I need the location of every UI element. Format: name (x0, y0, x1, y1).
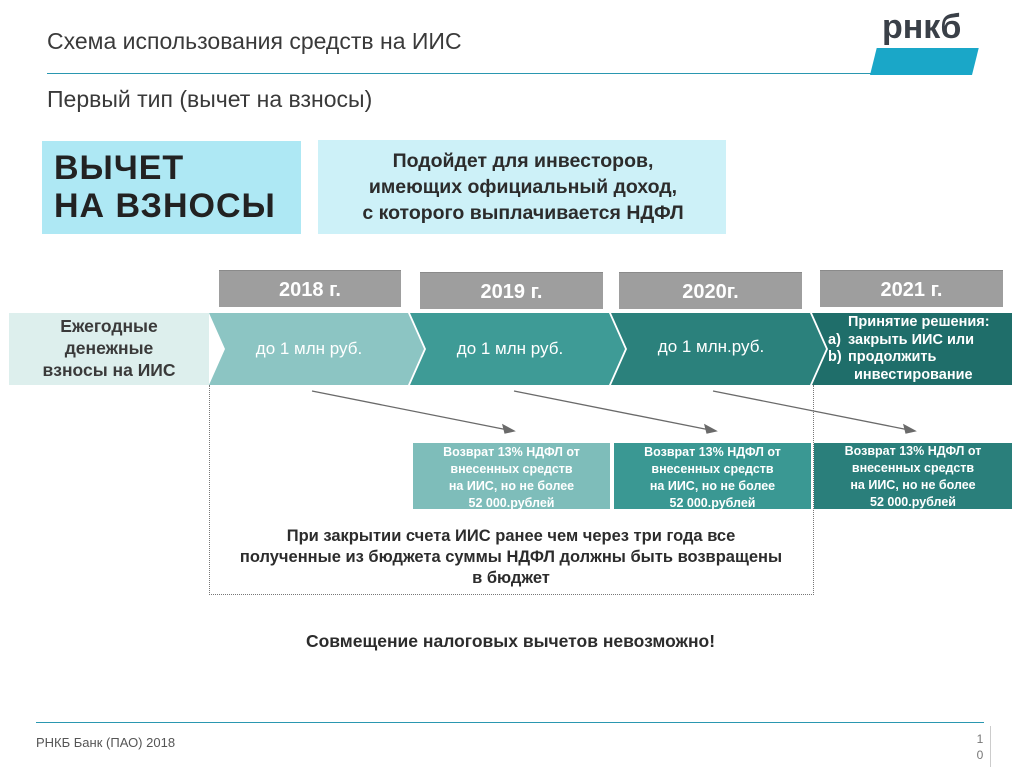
page-number: 1 0 (976, 732, 984, 762)
footer-copyright: РНКБ Банк (ПАО) 2018 (36, 735, 176, 750)
deduction-highlight-box: ВЫЧЕТ НА ВЗНОСЫ (42, 141, 301, 234)
year-header-2021: 2021 г. (820, 270, 1003, 307)
arrow-2018-2019 (311, 390, 509, 431)
arrow-2020-2021 (712, 390, 910, 431)
header-divider (47, 73, 877, 74)
logo: рнкб (882, 8, 962, 46)
early-close-frame (209, 385, 814, 595)
row-label-text: Ежегодные денежные взносы на ИИС (42, 316, 176, 380)
combination-note: Совмещение налоговых вычетов невозможно! (305, 631, 716, 651)
row-label-box: Ежегодные денежные взносы на ИИС (9, 313, 209, 385)
footer-divider (36, 722, 984, 723)
investor-info-box: Подойдет для инвесторов, имеющих официал… (318, 140, 726, 234)
arrow-head-2021 (903, 423, 917, 434)
early-close-note: При закрытии счета ИИС ранее чем через т… (239, 527, 783, 587)
contribution-2020: до 1 млн.руб. (657, 337, 765, 356)
decision-option-b: b)продолжить (828, 349, 937, 365)
decision-text: Принятие решения: a)закрыть ИИС или b)пр… (828, 314, 1008, 384)
chevron-2019 (410, 313, 625, 385)
year-header-2018: 2018 г. (219, 270, 401, 307)
year-header-2019: 2019 г. (420, 272, 603, 309)
contribution-2018: до 1 млн руб. (255, 339, 363, 358)
decision-option-a: a)закрыть ИИС или (828, 331, 975, 348)
footer-vertical-rule (990, 726, 991, 767)
slide-subtitle: Первый тип (вычет на взносы) (47, 86, 373, 112)
refund-box-2021: Возврат 13% НДФЛ от внесенных средств на… (814, 443, 1012, 509)
refund-box-2020: Возврат 13% НДФЛ от внесенных средств на… (614, 443, 811, 509)
chevron-2021 (812, 313, 1012, 385)
deduction-highlight-text: ВЫЧЕТ НА ВЗНОСЫ (54, 149, 276, 225)
investor-info-text: Подойдет для инвесторов, имеющих официал… (362, 150, 684, 224)
chevron-2020 (611, 313, 826, 385)
chevron-2018 (209, 313, 424, 385)
slide-title: Схема использования средств на ИИС (47, 28, 462, 54)
arrow-lines (311, 390, 917, 434)
refund-box-2019: Возврат 13% НДФЛ от внесенных средств на… (413, 443, 610, 509)
arrow-2019-2020 (513, 390, 711, 431)
year-header-2020: 2020г. (619, 272, 802, 309)
contribution-2019: до 1 млн руб. (456, 339, 564, 358)
arrow-head-2020 (704, 423, 718, 434)
arrow-head-2019 (502, 423, 516, 434)
